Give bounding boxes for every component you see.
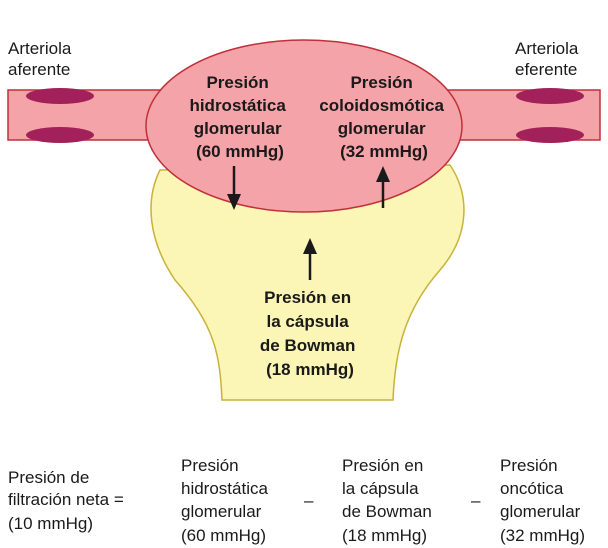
bowman-capsule: [150, 164, 465, 401]
hydrostatic-pressure-label: Presión hidrostática glomerular (60 mmHg…: [189, 73, 290, 161]
equation-term-hydrostatic: Presión hidrostática glomerular (60 mmHg…: [181, 456, 273, 545]
afferent-label: Arteriola aferente: [8, 39, 76, 79]
efferent-plaque-bottom: [516, 127, 584, 143]
equation-minus-2: –: [471, 491, 481, 510]
colloid-arrow: [376, 166, 390, 208]
bowman-arrow: [303, 238, 317, 280]
efferent-plaque-top: [516, 88, 584, 104]
hydrostatic-arrow: [227, 166, 241, 210]
equation-minus-1: –: [304, 491, 314, 510]
equation-term-bowman: Presión en la cápsula de Bowman (18 mmHg…: [342, 456, 437, 545]
bowman-pressure-label: Presión en la cápsula de Bowman (18 mmHg…: [260, 288, 360, 379]
efferent-label: Arteriola eferente: [515, 39, 583, 79]
colloid-pressure-label: Presión coloidosmótica glomerular (32 mm…: [319, 73, 448, 161]
equation-term-oncotic: Presión oncótica glomerular (32 mmHg): [500, 456, 585, 545]
afferent-plaque-bottom: [26, 127, 94, 143]
afferent-plaque-top: [26, 88, 94, 104]
equation-result: Presión de filtración neta = (10 mmHg): [8, 468, 129, 533]
